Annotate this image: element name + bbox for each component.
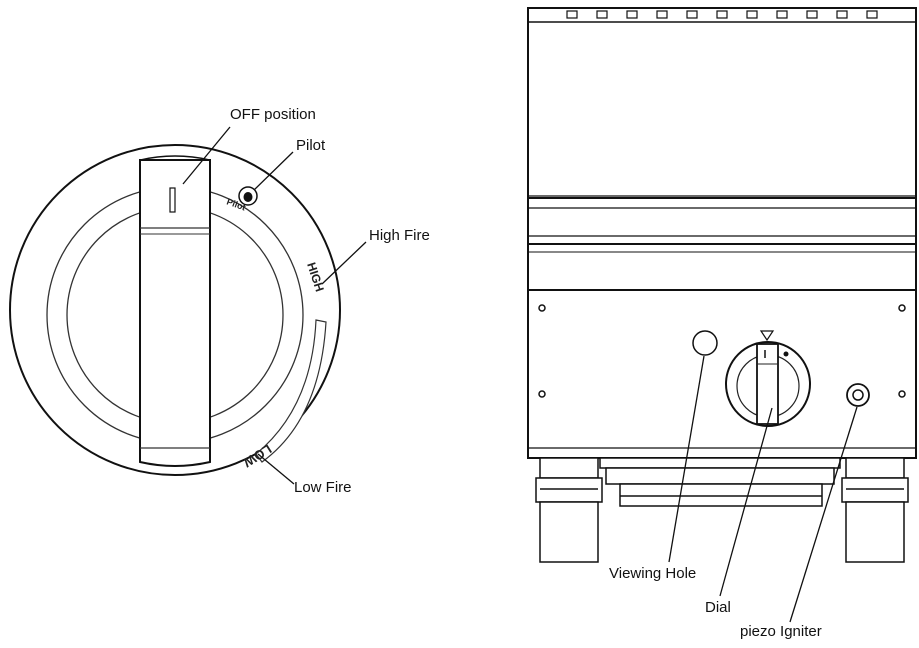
label-viewing-hole: Viewing Hole bbox=[609, 565, 696, 582]
piezo-igniter-leader bbox=[789, 406, 858, 623]
appliance-grease-rail bbox=[527, 197, 917, 245]
dial-position-marker bbox=[759, 330, 775, 342]
label-off-position: OFF position bbox=[230, 106, 316, 123]
pilot-flame-icon bbox=[238, 186, 258, 206]
piezo-igniter-button[interactable] bbox=[846, 383, 870, 407]
right-leg bbox=[841, 457, 909, 563]
vent-slots bbox=[566, 10, 878, 19]
viewing-hole bbox=[692, 330, 718, 356]
pilot-leader bbox=[253, 151, 294, 191]
off-indicator-mark bbox=[169, 187, 176, 213]
appliance-top-panel bbox=[527, 7, 917, 199]
flame-track bbox=[255, 319, 327, 463]
label-pilot: Pilot bbox=[296, 137, 326, 154]
label-piezo-igniter: piezo Igniter bbox=[740, 623, 822, 640]
left-leg bbox=[535, 457, 603, 563]
knob-handle bbox=[139, 155, 211, 467]
drip-tray bbox=[599, 457, 841, 507]
label-high-fire: High Fire bbox=[369, 227, 430, 244]
label-dial: Dial bbox=[705, 599, 731, 616]
knob-detail: Pilot HIGH LOW OFF position Pilot High F… bbox=[9, 106, 430, 496]
control-panel bbox=[527, 289, 917, 459]
panel-screws bbox=[538, 304, 906, 398]
viewing-hole-leader bbox=[668, 355, 705, 563]
off-position-leader bbox=[182, 126, 231, 185]
high-fire-leader bbox=[321, 241, 367, 285]
label-low-fire: Low Fire bbox=[294, 479, 352, 496]
dial-knob[interactable] bbox=[725, 330, 811, 427]
dial-leader bbox=[719, 407, 773, 597]
appliance-front-view: Viewing Hole Dial piezo Igniter bbox=[527, 7, 917, 640]
low-fire-leader bbox=[257, 453, 295, 485]
